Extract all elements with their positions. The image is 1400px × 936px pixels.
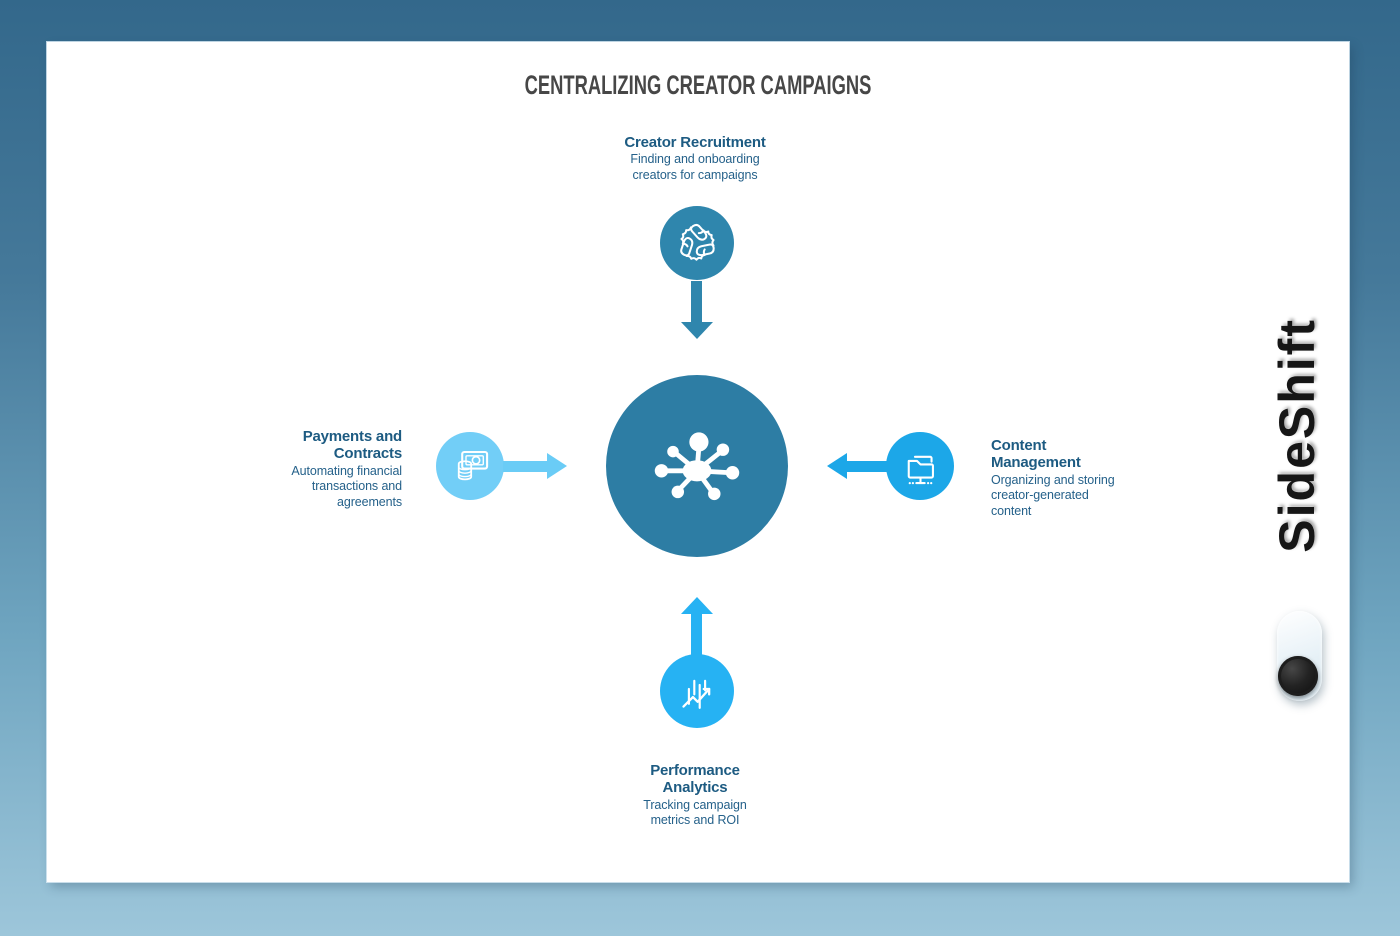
arrowhead-left-icon	[827, 453, 847, 479]
node-title: Creator Recruitment	[624, 134, 766, 151]
money-payment-icon	[457, 450, 488, 480]
chart-growth-icon	[682, 679, 711, 709]
performance-analytics-node	[660, 654, 734, 728]
toggle-knob-icon[interactable]	[1278, 656, 1318, 696]
payments-contracts-node	[436, 432, 504, 500]
node-payments-contracts-label: Payments and Contracts Automating financ…	[287, 428, 402, 511]
node-title: Performance Analytics	[650, 762, 740, 797]
page-title-text: CENTRALIZING CREATOR CAMPAIGNS	[524, 70, 872, 100]
node-content-management-label: Content Management Organizing and storin…	[991, 437, 1125, 520]
arrowhead-down-icon	[681, 322, 713, 339]
content-management-node	[886, 432, 954, 500]
central-hub-node	[606, 375, 788, 557]
node-description: Automating financial transactions and ag…	[291, 463, 402, 510]
node-description: Organizing and storing creator-generated…	[991, 472, 1115, 519]
teamwork-hands-icon	[675, 223, 722, 267]
slide-page: CENTRALIZING CREATOR CAMPAIGNS Creator R…	[47, 42, 1349, 882]
folder-storage-icon	[907, 455, 934, 484]
arrow-top-to-center	[691, 281, 702, 323]
arrow-bottom-to-center	[691, 613, 702, 655]
arrow-left-to-center	[503, 461, 548, 472]
node-title: Content Management	[991, 437, 1081, 472]
node-description: Tracking campaign metrics and ROI	[643, 797, 747, 828]
sideshift-logo[interactable]: SideShift	[1269, 318, 1325, 553]
arrowhead-right-icon	[547, 453, 567, 479]
node-title: Payments and Contracts	[302, 428, 403, 463]
page-title: CENTRALIZING CREATOR CAMPAIGNS	[47, 72, 1349, 99]
arrowhead-up-icon	[681, 597, 713, 614]
sideshift-toggle[interactable]	[1277, 611, 1322, 701]
node-performance-analytics-label: Performance Analytics Tracking campaign …	[595, 762, 795, 829]
node-description: Finding and onboarding creators for camp…	[630, 152, 760, 183]
arrow-right-to-center	[847, 461, 889, 472]
network-hub-icon	[654, 432, 740, 501]
node-creator-recruitment-label: Creator Recruitment Finding and onboardi…	[595, 134, 795, 184]
creator-recruitment-node	[660, 206, 734, 280]
